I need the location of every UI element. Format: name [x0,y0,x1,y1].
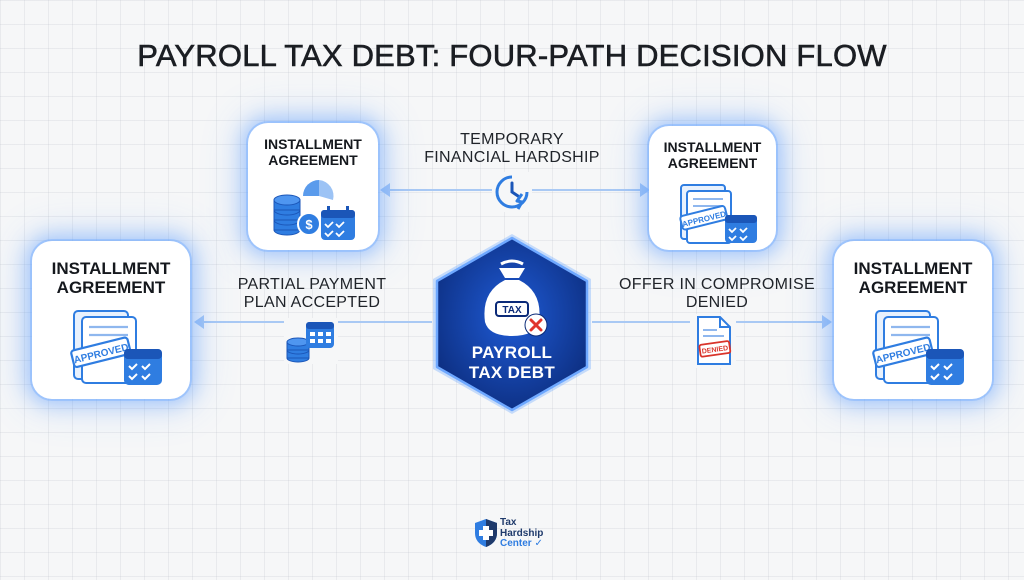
logo-line3-text: Center [500,538,532,549]
hub-payroll-tax-debt: TAX [433,234,591,414]
denied-document-icon: DENIED [690,314,736,368]
logo-text: Tax Hardship Center ✓ [500,517,544,550]
card-label: INSTALLMENT AGREEMENT [854,259,973,297]
bag-label: TAX [502,305,522,316]
card-label-line1: INSTALLMENT [663,139,762,155]
card-label-line2: AGREEMENT [858,278,968,298]
card-label-line1: INSTALLMENT [853,259,973,278]
card-top-left-installment-agreement: INSTALLMENT AGREEMENT $ [248,123,378,250]
connector-label-line2: PLAN ACCEPTED [243,294,381,312]
connector-label-line2: FINANCIAL HARDSHIP [424,149,600,167]
arrowhead-top-left [380,183,390,197]
card-label-line2: AGREEMENT [268,151,358,168]
arrowhead-top-right [640,183,650,197]
arrowhead-right [822,315,832,329]
card-left-installment-agreement: INSTALLMENT AGREEMENT APPROVED [32,241,190,399]
approved-document-calendar-icon: APPROVED [678,184,757,245]
coins-chart-calendar-icon: $ [273,180,355,241]
card-label: INSTALLMENT AGREEMENT [264,136,362,168]
approved-document-calendar-icon: APPROVED [70,310,162,386]
card-label-line2: AGREEMENT [56,278,166,298]
connector-label-line1: OFFER IN COMPROMISE [619,276,815,293]
connector-label-line1: TEMPORARY [460,131,564,148]
logo-line1: Tax [500,517,517,528]
card-top-right-installment-agreement: INSTALLMENT AGREEMENT APPROVED [649,126,776,250]
card-label-line2: AGREEMENT [667,154,758,171]
card-label: INSTALLMENT AGREEMENT [52,259,171,297]
connector-label-offer-in-compromise-denied: OFFER IN COMPROMISE DENIED [612,276,822,313]
hub-label-line2: TAX DEBT [468,362,556,382]
x-mark-icon [524,313,548,337]
arrowhead-left [194,315,204,329]
approved-document-calendar-icon: APPROVED [872,310,964,386]
card-label-line1: INSTALLMENT [51,259,171,278]
diagram-title: PAYROLL TAX DEBT: FOUR-PATH DECISION FLO… [137,38,887,74]
svg-text:$: $ [305,217,313,232]
connector-label-line2: DENIED [685,294,749,312]
logo-line3: Center ✓ [500,538,543,550]
hub-label-line1: PAYROLL [471,343,553,362]
card-label: INSTALLMENT AGREEMENT [663,139,762,171]
logo-line2: Hardship [500,527,544,539]
denied-stamp-text: DENIED [701,345,728,356]
card-right-installment-agreement: INSTALLMENT AGREEMENT APPROVED [834,241,992,399]
card-label-line1: INSTALLMENT [264,136,362,152]
checkmark-icon: ✓ [531,538,543,549]
connector-label-line1: PARTIAL PAYMENT [237,276,387,293]
hub-label: PAYROLL TAX DEBT [429,343,595,382]
coins-calendar-icon [284,318,338,364]
connector-label-temporary-financial-hardship: TEMPORARY FINANCIAL HARDSHIP [412,131,612,168]
connector-label-partial-payment-plan-accepted: PARTIAL PAYMENT PLAN ACCEPTED [222,276,402,313]
tax-hardship-center-logo [475,519,497,547]
clock-broken-icon [492,172,532,212]
